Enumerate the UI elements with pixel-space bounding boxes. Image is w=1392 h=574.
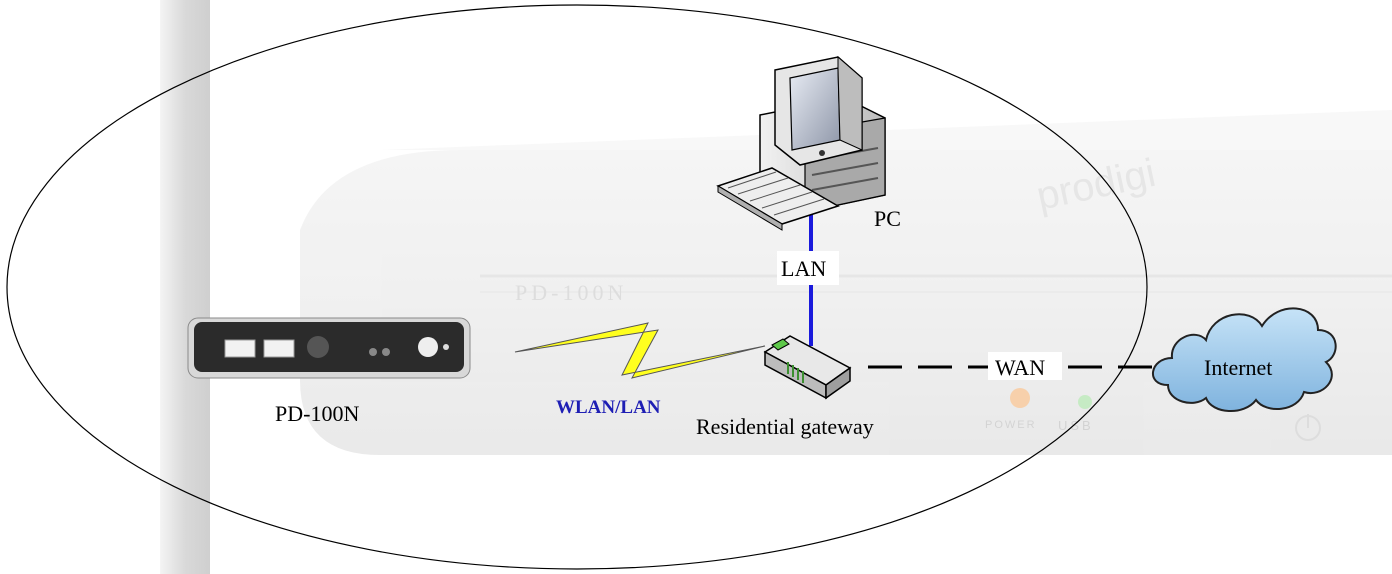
wan-label: WAN xyxy=(995,355,1045,380)
wlan-lan-label: WLAN/LAN xyxy=(556,397,661,418)
lan-label: LAN xyxy=(781,256,826,281)
internet-label: Internet xyxy=(1204,355,1272,380)
pc-label: PC xyxy=(874,206,901,231)
left-side-band xyxy=(160,0,210,574)
background-watermark: PD-100N prodigi POWER USB xyxy=(300,110,1392,455)
internet-cloud-icon xyxy=(1151,307,1337,413)
watermark-usb-text: USB xyxy=(1058,418,1094,433)
lan-label-backdrop xyxy=(777,251,839,285)
residential-gateway-label: Residential gateway xyxy=(696,414,874,439)
watermark-model-text: PD-100N xyxy=(515,280,627,305)
watermark-power-text: POWER xyxy=(985,419,1037,431)
pc-icon xyxy=(716,55,886,231)
wlan-lightning-bolt xyxy=(514,322,766,379)
network-boundary-ellipse xyxy=(6,4,1148,570)
wan-label-backdrop xyxy=(988,352,1062,380)
pd-100n-device-icon xyxy=(187,317,471,379)
pd-100n-label: PD-100N xyxy=(275,401,359,426)
residential-gateway-icon xyxy=(763,335,852,400)
